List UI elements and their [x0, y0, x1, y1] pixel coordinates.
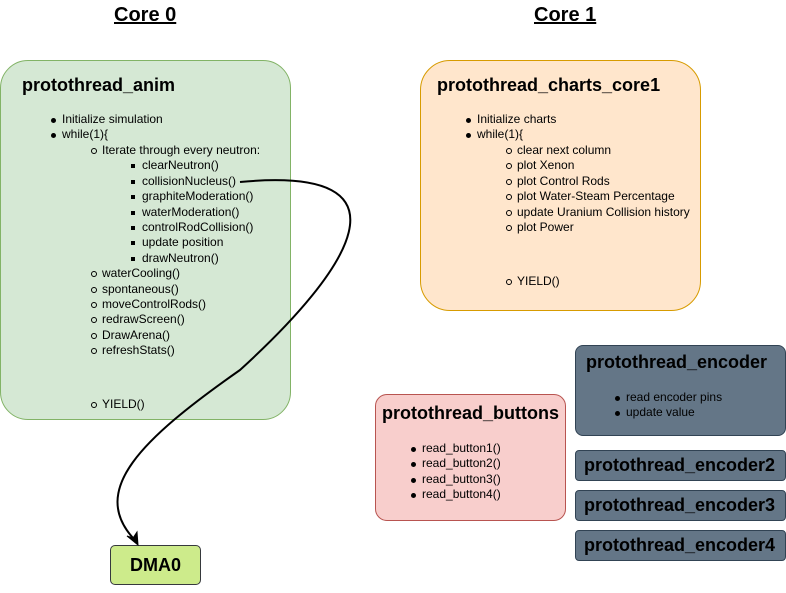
list-item: Initialize charts [465, 112, 557, 126]
buttons-thread-title: protothread_buttons [382, 403, 559, 423]
list-item: read_button3() [411, 472, 501, 486]
list-item: read_button2() [411, 456, 501, 470]
core0-heading: Core 0 [114, 4, 177, 26]
encoder3-thread-box[interactable]: protothread_encoder3 [575, 490, 786, 521]
list-item: plot Power [506, 220, 574, 234]
list-item: YIELD() [91, 397, 145, 411]
anim-thread-box[interactable]: protothread_anim Initialize simulation w… [0, 60, 291, 420]
list-item: read_button4() [411, 487, 501, 501]
buttons-thread-box[interactable]: protothread_buttons read_button1() read_… [375, 394, 566, 521]
anim-thread-title: protothread_anim [22, 75, 176, 95]
encoder4-thread-title: protothread_encoder4 [584, 535, 776, 555]
encoder-thread-box[interactable]: protothread_encoder read encoder pins up… [575, 345, 786, 436]
list-item: drawNeutron() [131, 251, 219, 265]
dma-channel-box[interactable]: DMA0 [110, 545, 201, 585]
list-item: plot Water-Steam Percentage [506, 189, 675, 203]
list-item: collisionNucleus() [130, 174, 237, 188]
core1-heading: Core 1 [534, 4, 597, 26]
list-item: clear next column [505, 143, 612, 157]
list-item: refreshStats() [91, 343, 175, 357]
list-item: update position [130, 235, 224, 249]
dma-channel-label: DMA0 [129, 555, 181, 575]
list-item: YIELD() [506, 274, 560, 288]
list-item: read_button1() [411, 441, 501, 455]
list-item: controlRodCollision() [130, 220, 254, 234]
encoder4-thread-box[interactable]: protothread_encoder4 [575, 530, 786, 561]
charts-thread-box[interactable]: protothread_charts_core1 Initialize char… [420, 60, 701, 311]
list-item: update Uranium Collision history [506, 205, 690, 219]
list-item: plot Xenon [505, 158, 575, 172]
encoder2-thread-box[interactable]: protothread_encoder2 [575, 450, 786, 481]
list-item: waterCooling() [90, 266, 181, 280]
list-item: spontaneous() [91, 282, 179, 296]
list-item: while(1){ [50, 127, 109, 141]
list-item: moveControlRods() [90, 297, 207, 311]
list-item: redrawScreen() [91, 312, 185, 326]
list-item: waterModeration() [130, 205, 240, 219]
list-item: update value [615, 405, 695, 419]
dma-arrowhead-icon [126, 530, 139, 547]
encoder-thread-title: protothread_encoder [586, 352, 768, 372]
list-item: DrawArena() [90, 328, 171, 342]
encoder3-thread-title: protothread_encoder3 [584, 495, 776, 515]
list-item: read encoder pins [614, 390, 723, 404]
list-item: clearNeutron() [131, 158, 219, 172]
list-item: graphiteModeration() [130, 189, 254, 203]
encoder2-thread-title: protothread_encoder2 [584, 455, 776, 475]
list-item: while(1){ [465, 127, 524, 141]
charts-thread-title: protothread_charts_core1 [437, 75, 661, 95]
list-item: Initialize simulation [51, 112, 163, 126]
list-item: plot Control Rods [506, 174, 610, 188]
list-item: Iterate through every neutron: [90, 143, 261, 157]
